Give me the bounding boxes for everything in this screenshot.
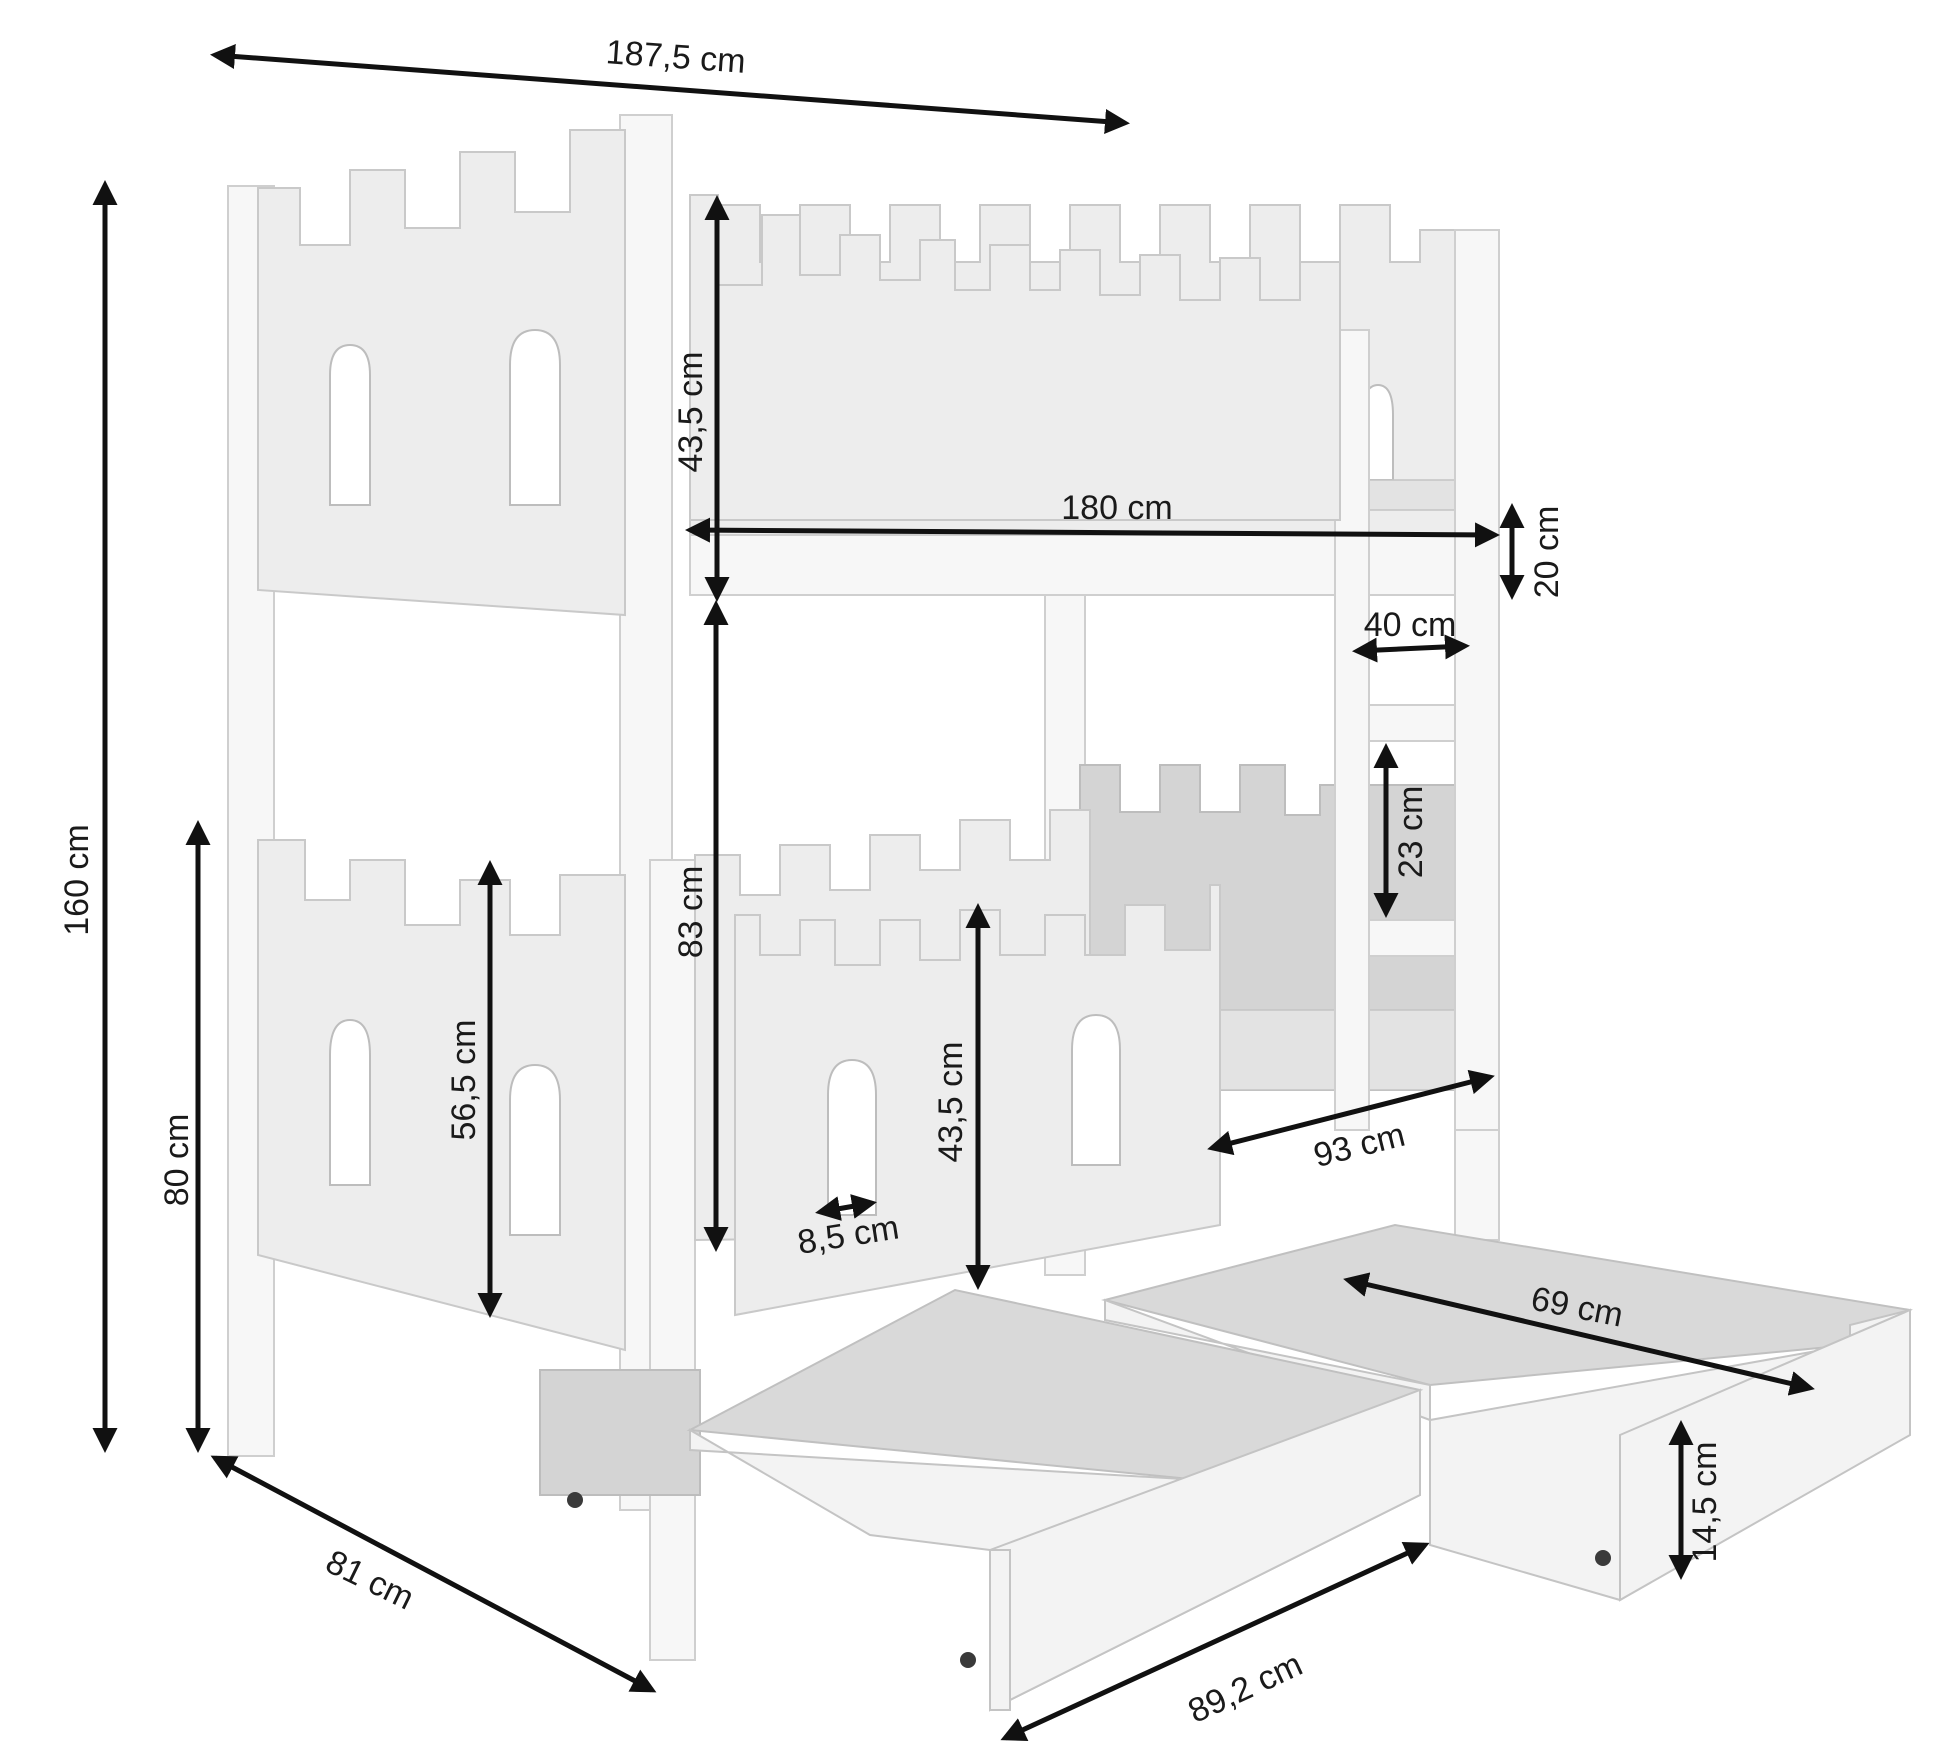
upper-head-window bbox=[329, 343, 371, 506]
dim-lower-height: 80 cm bbox=[158, 1114, 196, 1207]
drawer-wheel bbox=[1595, 1550, 1611, 1566]
front-middle-post bbox=[649, 859, 696, 1661]
dim-total-height: 160 cm bbox=[58, 824, 96, 936]
dim-drawer-height: 14,5 cm bbox=[1686, 1442, 1724, 1563]
dim-arrow-window-width bbox=[815, 1194, 877, 1221]
upper-head-window bbox=[509, 328, 561, 506]
dim-lower-guard-height: 43,5 cm bbox=[932, 1042, 970, 1163]
dim-arrow-entry-width bbox=[1207, 1069, 1495, 1156]
dim-total-width: 81 cm bbox=[320, 1543, 420, 1618]
dim-upper-guard-height: 43,5 cm bbox=[672, 352, 710, 473]
bunk-bed-illustration bbox=[227, 114, 1913, 1712]
lower-head-window bbox=[329, 1018, 371, 1186]
drawer-wheel bbox=[960, 1652, 976, 1668]
upper-head-castle-panel bbox=[257, 129, 626, 617]
dim-guard-top-gap: 20 cm bbox=[1528, 506, 1566, 599]
lower-front-window bbox=[827, 1058, 877, 1216]
upper-mattress bbox=[1359, 479, 1456, 511]
lower-front-window bbox=[1071, 1013, 1121, 1166]
dimension-arrows bbox=[92, 44, 1815, 1742]
dim-arrow-ladder-width bbox=[1352, 634, 1470, 663]
lower-head-castle-panel bbox=[257, 839, 626, 1352]
dim-bed-clearance: 83 cm bbox=[672, 866, 710, 959]
dim-end-panel-height: 56,5 cm bbox=[445, 1020, 483, 1141]
dim-mattress-length: 180 cm bbox=[1061, 489, 1173, 527]
dim-total-length: 187,5 cm bbox=[605, 33, 747, 81]
dimension-labels: 187,5 cm 160 cm 43,5 cm 180 cm 20 cm 40 … bbox=[58, 33, 1724, 1731]
dim-arrow-drawer-inner-length bbox=[1343, 1272, 1815, 1396]
dim-arrow-total-length bbox=[210, 44, 1130, 134]
dim-drawer-length: 89,2 cm bbox=[1183, 1645, 1309, 1731]
dim-ladder-step: 23 cm bbox=[1392, 786, 1430, 879]
lower-head-window bbox=[509, 1063, 561, 1236]
dim-ladder-width: 40 cm bbox=[1364, 606, 1457, 644]
dim-arrow-total-width bbox=[210, 1455, 657, 1693]
upper-front-castle-guard bbox=[689, 194, 1341, 521]
dim-arrow-drawer-length bbox=[1000, 1541, 1430, 1742]
drawer-wheel bbox=[567, 1492, 583, 1508]
dim-arrow-mattress-length bbox=[685, 517, 1500, 548]
